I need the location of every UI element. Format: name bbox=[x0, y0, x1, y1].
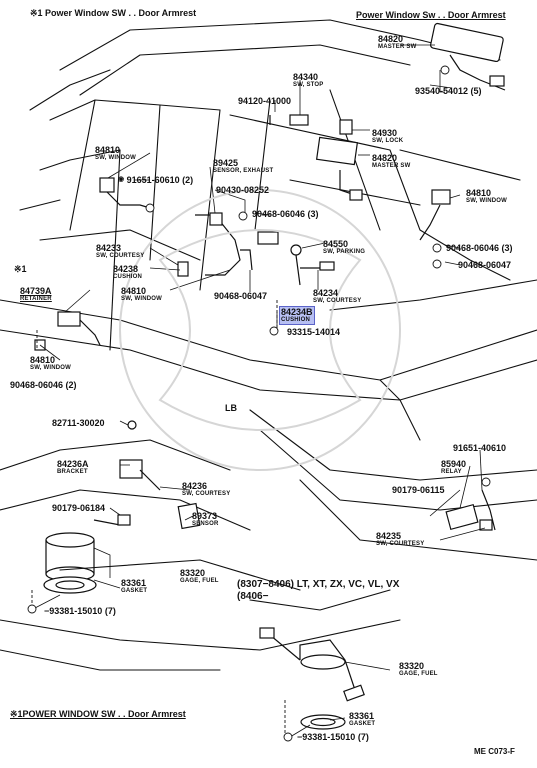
label-lb: LB bbox=[225, 403, 237, 413]
production-range-note-2: (8406− bbox=[237, 591, 269, 602]
part-label-90468-06047-b: 90468-06047 bbox=[214, 291, 268, 301]
header-power-window-armrest-left: ※1 Power Window SW . . Door Armrest bbox=[30, 8, 197, 18]
part-label-93315-14014: 93315-14014 bbox=[287, 327, 341, 337]
bolt-markers bbox=[27, 65, 491, 742]
header-power-window-armrest-bottom: ※1POWER WINDOW SW . . Door Armrest bbox=[10, 709, 186, 719]
part-label-90468-06046-a: 90468-06046 (3) bbox=[252, 209, 319, 219]
part-label-93381-15010-b: −93381-15010 (7) bbox=[297, 732, 369, 742]
car-body-outline bbox=[0, 19, 537, 671]
part-label-90179-06115: 90179-06115 bbox=[392, 485, 445, 495]
part-label-93381-15010-a: −93381-15010 (7) bbox=[44, 606, 116, 616]
part-label-90468-06046-c: 90468-06046 (2) bbox=[10, 380, 77, 390]
components bbox=[34, 22, 506, 730]
header-asterisk-note: ※1 bbox=[14, 264, 27, 274]
part-label-91651-40610: 91651-40610 bbox=[453, 443, 507, 453]
diagram-reference-code: ME C073-F bbox=[474, 747, 515, 756]
part-label-91651-60610: ◉ 91651-60610 (2) bbox=[118, 175, 194, 185]
part-label-90179-06184: 90179-06184 bbox=[52, 503, 106, 513]
part-label-90468-06047-a: 90468-06047 bbox=[458, 260, 512, 270]
part-label-90430-08252: 90430-08252 bbox=[216, 185, 270, 195]
part-label-94120-41000: 94120-41000 bbox=[238, 96, 292, 106]
part-label-82711-30020: 82711-30020 bbox=[52, 418, 105, 428]
header-power-window-armrest-right: Power Window Sw . . Door Armrest bbox=[356, 10, 506, 20]
watermark-logo bbox=[119, 189, 401, 471]
production-range-note: (8307−8406) LT, XT, ZX, VC, VL, VX bbox=[237, 579, 400, 590]
part-label-93540-54012: 93540-54012 (5) bbox=[415, 86, 482, 96]
part-label-90468-06046-b: 90468-06046 (3) bbox=[446, 243, 513, 253]
